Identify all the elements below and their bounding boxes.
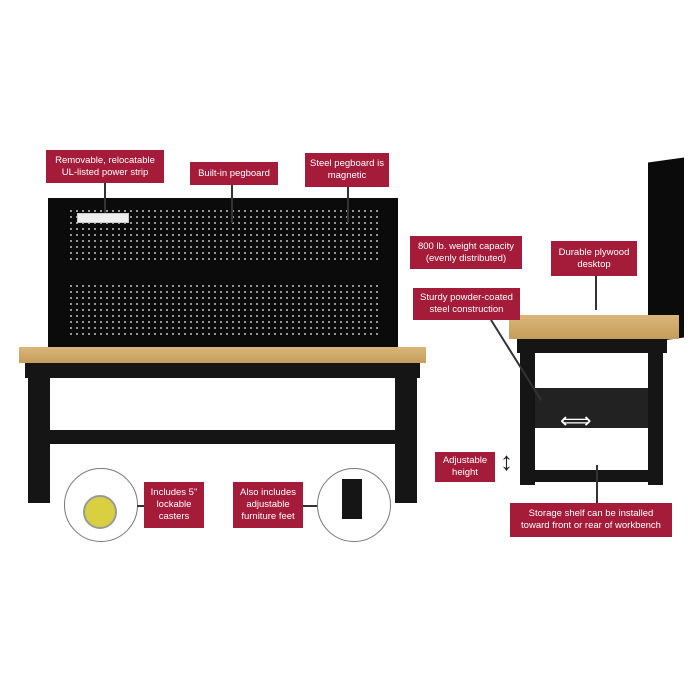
front-leg-left (28, 378, 50, 503)
callout-steel: Sturdy powder-coated steel construction (413, 288, 520, 320)
callout-shelf: Storage shelf can be installed toward fr… (510, 503, 672, 537)
front-apron (25, 363, 420, 378)
callout-feet: Also includes adjustable furniture feet (233, 482, 303, 528)
callout-plywood: Durable plywood desktop (551, 241, 637, 276)
leader-line (104, 183, 106, 213)
callout-pegboard: Built-in pegboard (190, 162, 278, 185)
leader-line (595, 276, 597, 310)
caster-wheel-icon (83, 495, 117, 529)
foot-detail (317, 468, 391, 542)
front-shelf-rail (50, 430, 395, 444)
callout-magnetic: Steel pegboard is magnetic (305, 153, 389, 187)
front-leg-right (395, 378, 417, 503)
side-shelf (535, 388, 648, 428)
power-strip (77, 213, 129, 223)
callout-height: Adjustable height (435, 452, 495, 482)
foot-icon (342, 479, 362, 519)
leader-line (596, 465, 598, 505)
leader-line (347, 187, 349, 223)
callout-power-strip: Removable, relocatable UL-listed power s… (46, 150, 164, 183)
shelf-arrow-icon: ⟺ (560, 408, 592, 433)
leader-line (137, 505, 150, 507)
front-desktop (19, 347, 426, 363)
pegboard-holes-bottom (68, 283, 378, 339)
side-bottom-rail (520, 470, 663, 482)
side-apron (517, 339, 667, 353)
caster-detail (64, 468, 138, 542)
leader-line (302, 505, 317, 507)
leader-line (231, 185, 233, 223)
height-arrow-icon: ↕ (500, 446, 513, 476)
side-desktop (509, 315, 679, 339)
side-leg-right (648, 353, 663, 485)
callout-capacity: 800 lb. weight capacity (evenly distribu… (410, 236, 522, 269)
callout-casters: Includes 5" lockable casters (144, 482, 204, 528)
